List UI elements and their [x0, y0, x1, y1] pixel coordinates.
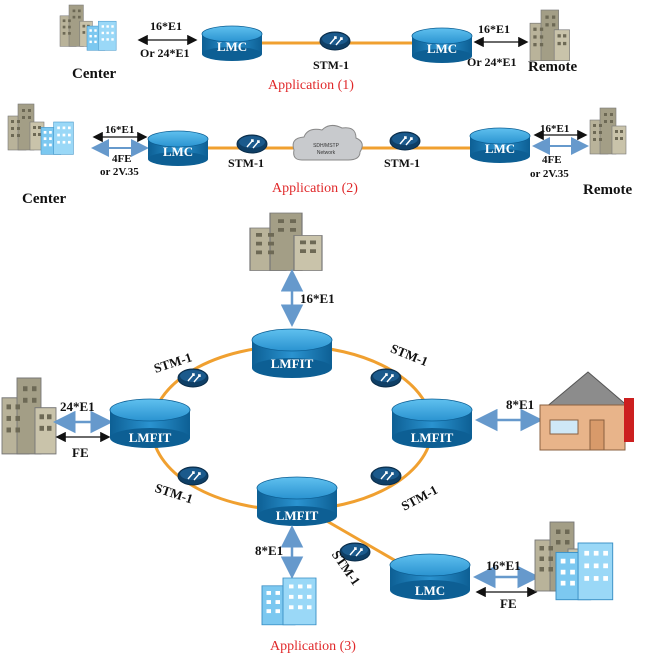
- app3-top-building-icon: [249, 212, 323, 272]
- app1-center-label: Center: [72, 66, 116, 82]
- app3-router-top-left-icon: [177, 368, 209, 388]
- app2-remote-building-icon: [589, 107, 627, 155]
- app2-link-right-label: STM-1: [384, 156, 420, 170]
- app1-remote-building-icon: [529, 9, 571, 62]
- app3-bottom-rate: 8*E1: [255, 543, 283, 558]
- app2-lmc-left: LMC: [147, 130, 209, 166]
- app2-center-label: Center: [22, 191, 66, 207]
- app3-lmfit-bottom: LMFIT: [256, 476, 338, 526]
- application-3: 16*E1 LMFIT 24*E1 FE LMFIT LMFIT 8*E1: [1, 212, 634, 654]
- app3-spur-rate: 16*E1: [486, 558, 521, 573]
- app3-lmfit-left-label: LMFIT: [129, 430, 172, 445]
- house-icon: [539, 371, 634, 451]
- app1-remote-label: Remote: [528, 59, 577, 75]
- app2-right-rate: 16*E1: [540, 123, 569, 135]
- app3-left-building-icon: [1, 377, 57, 455]
- app1-link-label: STM-1: [313, 58, 349, 72]
- app2-cloud-line1: SDH/MSTP: [313, 143, 340, 149]
- app2-lmc-left-label: LMC: [163, 144, 193, 159]
- app3-top-rate: 16*E1: [300, 291, 335, 306]
- app1-lmc-left-label: LMC: [217, 39, 247, 54]
- app1-right-rate-alt: Or 24*E1: [467, 55, 516, 69]
- app1-caption: Application (1): [268, 78, 354, 93]
- app1-center-building-icon: [59, 4, 117, 51]
- app2-left-alt2: or 2V.35: [100, 166, 139, 178]
- app2-right-alt2: or 2V.35: [530, 168, 569, 180]
- app3-link-top-right: STM-1: [388, 341, 430, 370]
- app1-lmc-right-label: LMC: [427, 41, 457, 56]
- app2-cloud-icon: SDH/MSTP Network: [292, 124, 363, 161]
- app3-spur-building-icon: [534, 521, 614, 601]
- app3-router-top-right-icon: [370, 368, 402, 388]
- app3-lmfit-left: LMFIT: [109, 398, 191, 448]
- app3-lmfit-top: LMFIT: [251, 328, 333, 378]
- app1-lmc-right: LMC: [411, 27, 473, 63]
- app1-right-rate: 16*E1: [478, 22, 510, 36]
- app2-router-left-icon: [236, 134, 268, 154]
- application-1: Center 16*E1 Or 24*E1 LMC STM-1 Applicat…: [59, 4, 577, 93]
- app3-right-rate: 8*E1: [506, 397, 534, 412]
- app2-router-right-icon: [389, 131, 421, 151]
- app2-left-alt1: 4FE: [112, 153, 132, 165]
- app3-link-bottom-right: STM-1: [399, 482, 440, 514]
- app1-left-rate-alt: Or 24*E1: [140, 46, 189, 60]
- app1-left-rate: 16*E1: [150, 19, 182, 33]
- app3-spur-fe: FE: [500, 596, 517, 611]
- app2-left-rate: 16*E1: [105, 124, 134, 136]
- app3-caption: Application (3): [270, 639, 356, 654]
- app2-lmc-right-label: LMC: [485, 141, 515, 156]
- app3-lmfit-right: LMFIT: [391, 398, 473, 448]
- app3-lmfit-right-label: LMFIT: [411, 430, 454, 445]
- app2-lmc-right: LMC: [469, 127, 531, 163]
- app3-lmfit-top-label: LMFIT: [271, 356, 314, 371]
- app2-cloud-line2: Network: [317, 150, 336, 156]
- app3-lmc-spur: LMC: [389, 553, 471, 600]
- app3-router-bottom-left-icon: [177, 466, 209, 486]
- app2-center-building-icon: [7, 103, 74, 155]
- app3-left-fe: FE: [72, 445, 89, 460]
- application-2: Center 16*E1 4FE or 2V.35 LMC STM-1 SDH/…: [7, 103, 632, 207]
- app3-left-rate: 24*E1: [60, 399, 95, 414]
- app2-remote-label: Remote: [583, 182, 632, 198]
- app3-bottom-building-icon: [261, 577, 317, 626]
- app1-lmc-left: LMC: [201, 25, 263, 61]
- app1-router-icon: [319, 31, 351, 51]
- app2-right-alt1: 4FE: [542, 154, 562, 166]
- app3-lmfit-bottom-label: LMFIT: [276, 508, 319, 523]
- app3-router-bottom-right-icon: [370, 466, 402, 486]
- app2-link-left-label: STM-1: [228, 156, 264, 170]
- app2-caption: Application (2): [272, 181, 358, 196]
- app3-lmc-spur-label: LMC: [415, 583, 445, 598]
